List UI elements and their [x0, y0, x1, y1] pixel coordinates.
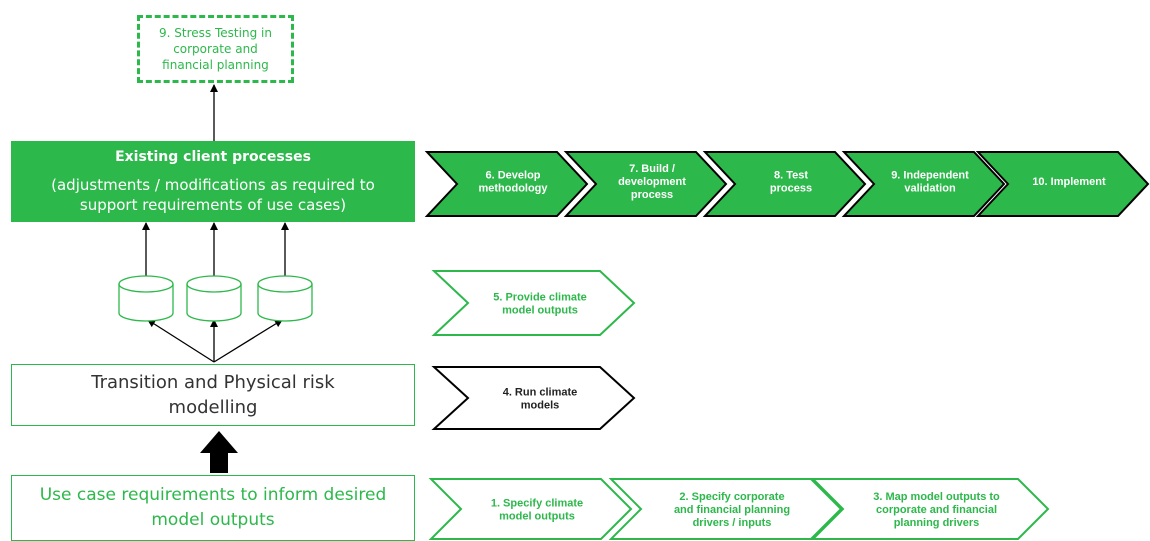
big-up-arrow-icon: [200, 431, 238, 473]
client-processes-box: Existing client processes (adjustments /…: [11, 141, 415, 222]
chevron-label-line: 6. Develop: [485, 170, 540, 182]
chevron-shape: [702, 151, 867, 217]
chevron-label-line: process: [631, 189, 673, 201]
chevron-label-line: models: [521, 400, 560, 412]
transition-physical-risk-box: Transition and Physical risk modelling: [11, 364, 415, 426]
use-case-requirements-box: Use case requirements to inform desired …: [11, 475, 415, 541]
chevron-label-line: validation: [904, 183, 956, 195]
chevron-label-line: planning drivers: [894, 517, 980, 529]
chevron-shape: [424, 151, 589, 217]
chevron-label-line: 8. Test: [774, 170, 808, 182]
database-top: [118, 275, 174, 293]
stress-testing-box: 9. Stress Testing in corporate and finan…: [137, 15, 294, 83]
chevron-label-line: 3. Map model outputs to: [873, 491, 1000, 503]
stress-box-line: financial planning: [162, 58, 269, 72]
chevron-label-line: drivers / inputs: [693, 517, 772, 529]
chevron-label-line: 2. Specify corporate: [679, 491, 784, 503]
chevron-label-line: 10. Implement: [1032, 176, 1106, 188]
transition-box-line: modelling: [168, 397, 258, 418]
chevron-label: 10. Implement: [1032, 176, 1106, 188]
chevron-label-line: model outputs: [502, 305, 578, 317]
stress-box-line: corporate and: [173, 42, 258, 56]
arrow-to-database: [213, 319, 283, 363]
chevron-shape: [428, 478, 633, 540]
connectors: [118, 84, 313, 473]
database-body: [186, 284, 242, 322]
arrow-to-database: [147, 319, 215, 363]
database-icon: [186, 275, 242, 322]
usecase-box-line: Use case requirements to inform desired: [39, 485, 387, 505]
chevron-shape: [608, 478, 843, 540]
chevron-label-line: model outputs: [499, 511, 575, 523]
step-top-chevron: 10. Implement: [975, 151, 1150, 217]
client-processes-subtitle: (adjustments / modifications as required…: [51, 175, 375, 215]
chevron-label-line: 1. Specify climate: [491, 498, 583, 510]
client-subtitle-line: (adjustments / modifications as required…: [51, 175, 375, 194]
database-body: [257, 284, 313, 322]
chevron-label-line: methodology: [478, 183, 548, 195]
chevron-label-line: 9. Independent: [891, 170, 969, 182]
chevron-label-line: 4. Run climate: [503, 387, 578, 399]
chevron-shape: [431, 270, 636, 336]
client-processes-title: Existing client processes: [115, 148, 311, 165]
chevron-shape: [975, 151, 1150, 217]
database-top: [186, 275, 242, 293]
chevron-shape: [810, 478, 1050, 540]
chevron-label-line: and financial planning: [674, 504, 790, 516]
chevron-shape: [563, 151, 728, 217]
database-body: [118, 284, 174, 322]
transition-box-line: Transition and Physical risk: [91, 372, 335, 393]
chevron-label-line: 5. Provide climate: [493, 292, 587, 304]
chevron-label-line: development: [618, 176, 686, 188]
database-top: [257, 275, 313, 293]
database-icon: [257, 275, 313, 322]
chevron-shape: [841, 151, 1006, 217]
chevron-label-line: 7. Build /: [629, 163, 675, 175]
chevron-label-line: process: [770, 183, 812, 195]
chevron-shape: [431, 366, 636, 430]
client-subtitle-line: support requirements of use cases): [79, 195, 347, 214]
database-icon: [118, 275, 174, 322]
usecase-box-line: model outputs: [151, 510, 275, 530]
chevron-label-line: corporate and financial: [876, 504, 997, 516]
stress-box-line: 9. Stress Testing in: [159, 26, 272, 40]
